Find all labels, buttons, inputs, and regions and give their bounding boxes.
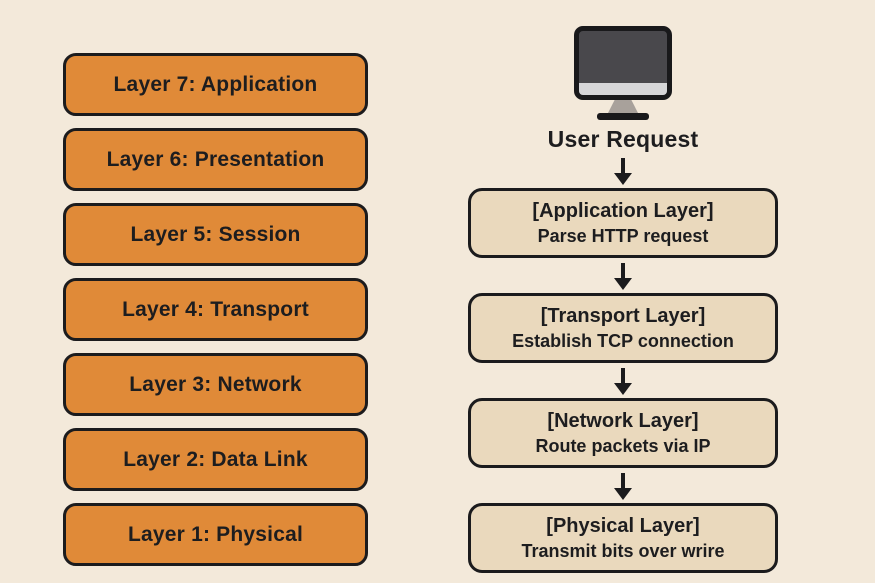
flow-step-subtitle: Route packets via IP: [535, 436, 711, 457]
osi-layer-label: Layer 3: Network: [129, 372, 302, 396]
monitor-base: [597, 113, 649, 120]
down-arrow-icon: [614, 473, 632, 500]
flow-step-title: [Physical Layer]: [546, 515, 700, 538]
flow-step-subtitle: Establish TCP connection: [512, 331, 734, 352]
down-arrow-icon: [614, 368, 632, 395]
osi-layer-label: Layer 6: Presentation: [106, 147, 325, 171]
osi-layer-box: Layer 1: Physical: [63, 503, 368, 566]
flow-step: [Network Layer] Route packets via IP: [468, 363, 778, 468]
flow-step: [Application Layer] Parse HTTP request: [468, 153, 778, 258]
user-request-label: User Request: [547, 126, 699, 152]
monitor-chin: [579, 83, 667, 95]
osi-layer-box: Layer 4: Transport: [63, 278, 368, 341]
osi-layer-box: Layer 3: Network: [63, 353, 368, 416]
flow-step-subtitle: Transmit bits over wrire: [521, 541, 725, 562]
osi-layer-label: Layer 1: Physical: [128, 522, 303, 546]
flow-step-box: [Network Layer] Route packets via IP: [468, 398, 778, 468]
request-flow: User Request [Application Layer] Parse H…: [468, 26, 778, 573]
osi-layer-stack: Layer 7: Application Layer 6: Presentati…: [63, 53, 368, 566]
osi-layer-label: Layer 5: Session: [130, 222, 301, 246]
osi-layer-label: Layer 4: Transport: [122, 297, 309, 321]
flow-step: [Transport Layer] Establish TCP connecti…: [468, 258, 778, 363]
flow-step-title: [Application Layer]: [532, 200, 714, 223]
flow-step-box: [Application Layer] Parse HTTP request: [468, 188, 778, 258]
osi-layer-box: Layer 5: Session: [63, 203, 368, 266]
osi-layer-box: Layer 6: Presentation: [63, 128, 368, 191]
osi-layer-label: Layer 7: Application: [113, 72, 318, 96]
flow-step-subtitle: Parse HTTP request: [537, 226, 709, 247]
osi-layer-label: Layer 2: Data Link: [123, 447, 308, 471]
flow-step-box: [Transport Layer] Establish TCP connecti…: [468, 293, 778, 363]
flow-steps: [Application Layer] Parse HTTP request […: [468, 153, 778, 573]
down-arrow-icon: [614, 263, 632, 290]
flow-step: [Physical Layer] Transmit bits over wrir…: [468, 468, 778, 573]
flow-step-title: [Transport Layer]: [540, 305, 706, 328]
osi-layer-box: Layer 7: Application: [63, 53, 368, 116]
computer-monitor-icon: [574, 26, 672, 120]
flow-step-box: [Physical Layer] Transmit bits over wrir…: [468, 503, 778, 573]
monitor-screen: [574, 26, 672, 100]
down-arrow-icon: [614, 158, 632, 185]
flow-step-title: [Network Layer]: [547, 410, 699, 433]
monitor-stand: [608, 100, 638, 113]
osi-layer-box: Layer 2: Data Link: [63, 428, 368, 491]
